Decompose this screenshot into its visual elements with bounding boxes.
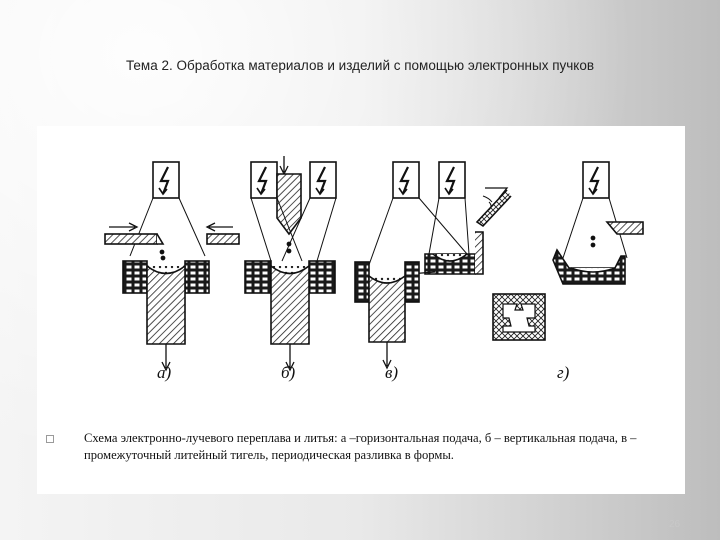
scheme-a	[104, 161, 240, 372]
figure-panel	[37, 126, 685, 494]
caption-bullet-icon	[46, 435, 54, 443]
slide-title: Тема 2. Обработка материалов и изделий с…	[125, 58, 595, 73]
label-v: в)	[385, 363, 398, 382]
scheme-g	[492, 161, 644, 341]
label-g: г)	[557, 363, 570, 382]
electron-gun-v1	[392, 161, 420, 199]
melting-scheme-diagram: а) б) в) г)	[104, 156, 644, 382]
scheme-v	[354, 161, 512, 370]
electron-gun-b2	[309, 161, 337, 199]
label-b: б)	[281, 363, 296, 382]
label-a: а)	[157, 363, 172, 382]
scheme-b	[244, 156, 337, 372]
page-number: 26	[669, 519, 681, 530]
electron-gun-a	[152, 161, 180, 199]
electron-gun-v2	[438, 161, 466, 199]
electron-gun-g	[582, 161, 610, 199]
electron-gun-b1	[250, 161, 278, 199]
figure-caption: Схема электронно-лучевого переплава и ли…	[84, 431, 637, 462]
